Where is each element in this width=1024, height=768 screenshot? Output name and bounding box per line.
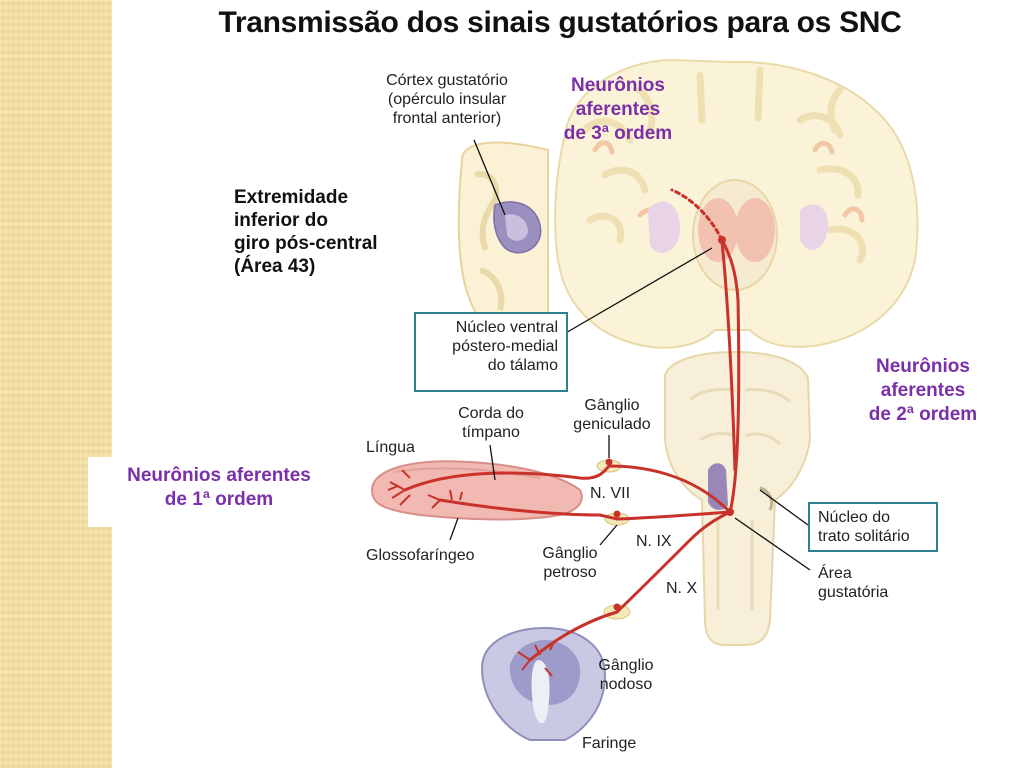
glossofaringeo-label: Glossofaríngeo	[366, 547, 475, 564]
decorative-side-strip	[0, 0, 112, 768]
nerve-pathways	[403, 188, 741, 662]
n-vii-label: N. VII	[590, 485, 631, 502]
synapse-dots	[605, 236, 734, 611]
page-title: Transmissão dos sinais gustatórios para …	[218, 6, 902, 39]
tongue	[370, 460, 583, 521]
large-brain-section	[554, 58, 919, 349]
neuronios-1-ordem-panel	[88, 457, 350, 527]
n-ix-label: N. IX	[636, 533, 672, 550]
faringe-label: Faringe	[582, 735, 637, 752]
n-x-label: N. X	[666, 580, 698, 597]
lingua-label: Língua	[366, 439, 415, 456]
pharynx	[480, 626, 607, 741]
brainstem	[664, 350, 812, 646]
nerve-endings	[387, 469, 556, 677]
leader-lines	[449, 139, 811, 571]
